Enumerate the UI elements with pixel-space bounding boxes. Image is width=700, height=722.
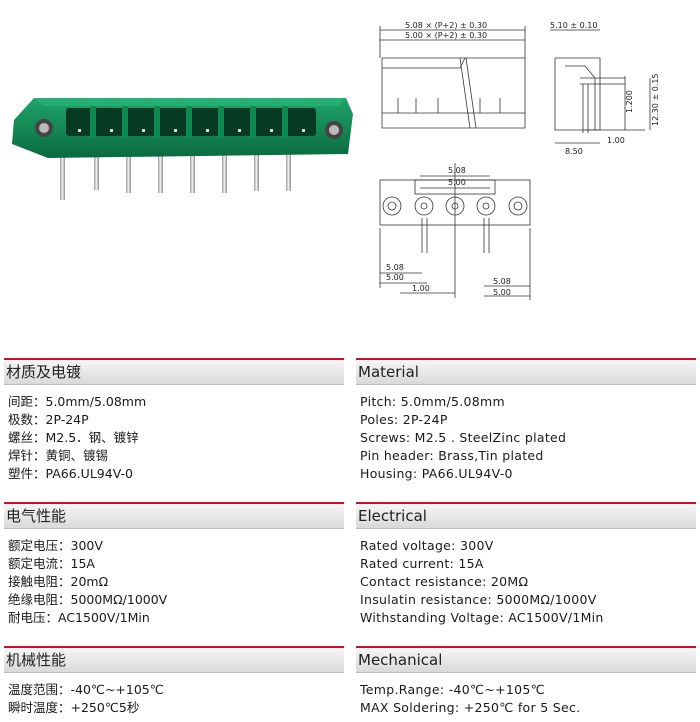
spec-line: Housing: PA66.UL94V-0 — [360, 466, 513, 481]
spec-line: 绝缘电阻：5000MΩ/1000V — [8, 592, 168, 607]
section-electrical-en: Electrical Rated voltage: 300V Rated cur… — [356, 502, 696, 627]
spec-line: 瞬时温度：+250℃5秒 — [8, 700, 140, 715]
spec-line: Screws: M2.5 . SteelZinc plated — [360, 430, 567, 445]
section-title: Mechanical — [358, 651, 443, 669]
pins — [60, 148, 291, 200]
dim-side-top: 5.10 ± 0.10 — [550, 21, 597, 30]
spec-line: Poles: 2P-24P — [360, 412, 448, 427]
spec-line: 螺丝：M2.5．钢、镀锌 — [8, 430, 139, 445]
section-mechanical-cn: 机械性能 温度范围：-40℃~+105℃ 瞬时温度：+250℃5秒 — [4, 646, 344, 717]
dim-side-1230: 12.30 ± 0.15 — [651, 73, 660, 126]
technical-drawing: 5.08 × (P+2) ± 0.30 5.00 × (P+2) ± 0.30 … — [379, 21, 660, 300]
connector-photo — [12, 98, 353, 200]
section-title: 电气性能 — [6, 507, 67, 525]
section-header: 机械性能 — [4, 646, 344, 673]
section-title: Electrical — [358, 507, 427, 525]
dim-top-2: 5.00 × (P+2) ± 0.30 — [405, 31, 487, 40]
spec-line: 额定电压：300V — [8, 538, 103, 553]
spec-line: MAX Soldering: +250℃ for 5 Sec. — [360, 700, 581, 715]
spec-line: 间距：5.0mm/5.08mm — [8, 394, 147, 409]
spec-line: 极数：2P-24P — [8, 412, 89, 427]
section-header: Material — [356, 358, 696, 385]
dim-side-100: 1.00 — [607, 136, 625, 145]
spec-line: Rated current: 15A — [360, 556, 484, 571]
dim-bl-500: 5.00 — [386, 273, 404, 282]
spec-line: 焊针：黄铜、镀锡 — [8, 448, 109, 463]
dim-bl-100: 1.00 — [412, 284, 430, 293]
dim-front-508: 5.08 — [448, 166, 466, 175]
dim-br-500: 5.00 — [493, 288, 511, 297]
section-mechanical-en: Mechanical Temp.Range: -40℃~+105℃ MAX So… — [356, 646, 696, 717]
section-header: 材质及电镀 — [4, 358, 344, 385]
section-material-cn: 材质及电镀 间距：5.0mm/5.08mm 极数：2P-24P 螺丝：M2.5．… — [4, 358, 344, 483]
spec-line: Temp.Range: -40℃~+105℃ — [360, 682, 545, 697]
section-title: Material — [358, 363, 419, 381]
section-header: Mechanical — [356, 646, 696, 673]
spec-line: 接触电阻：20mΩ — [8, 574, 109, 589]
section-title: 材质及电镀 — [6, 363, 82, 381]
spec-line: Contact resistance: 20MΩ — [360, 574, 529, 589]
dim-side-850: 8.50 — [565, 147, 583, 156]
spec-line: Withstanding Voltage: AC1500V/1Min — [360, 610, 604, 625]
dim-bl-508: 5.08 — [386, 263, 404, 272]
spec-line: Pitch: 5.0mm/5.08mm — [360, 394, 505, 409]
section-material-en: Material Pitch: 5.0mm/5.08mm Poles: 2P-2… — [356, 358, 696, 483]
dim-front-500: 5.00 — [448, 178, 466, 187]
dim-br-508: 5.08 — [493, 277, 511, 286]
spec-line: 温度范围：-40℃~+105℃ — [8, 682, 164, 697]
section-title: 机械性能 — [6, 651, 67, 669]
dim-side-1200: 1.200 — [625, 90, 634, 113]
spec-line: 额定电流：15A — [8, 556, 95, 571]
dim-top-1: 5.08 × (P+2) ± 0.30 — [405, 21, 487, 30]
section-header: Electrical — [356, 502, 696, 529]
spec-line: Rated voltage: 300V — [360, 538, 494, 553]
spec-line: 耐电压：AC1500V/1Min — [8, 610, 150, 625]
spec-line: Insulatin resistance: 5000MΩ/1000V — [360, 592, 597, 607]
section-electrical-cn: 电气性能 额定电压：300V 额定电流：15A 接触电阻：20mΩ 绝缘电阻：5… — [4, 502, 344, 627]
spec-line: Pin header: Brass,Tin plated — [360, 448, 544, 463]
spec-line: 塑件：PA66.UL94V-0 — [8, 466, 133, 481]
section-header: 电气性能 — [4, 502, 344, 529]
